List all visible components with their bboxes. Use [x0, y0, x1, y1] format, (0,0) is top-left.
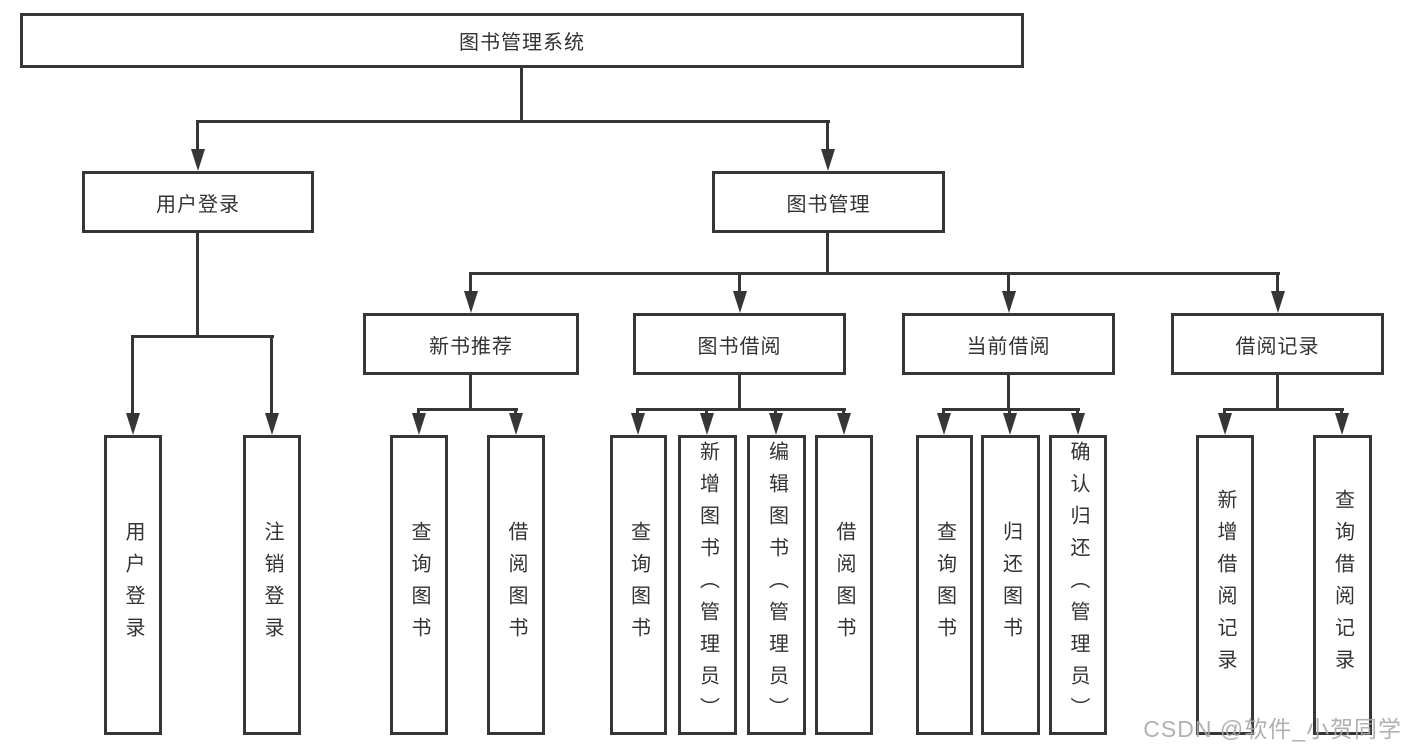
leaf-label: 查询图书 [408, 521, 430, 649]
connector-line [1007, 272, 1010, 295]
arrow-down-icon [733, 291, 747, 313]
connector-line [1223, 408, 1344, 411]
connector-line [1076, 408, 1079, 417]
connector-line [942, 408, 1080, 411]
connector-line [1276, 272, 1279, 295]
leaf-label: 归还图书 [999, 521, 1022, 649]
leaf-borrow-book-recommend: 借阅图书 [487, 435, 545, 735]
connector-line [131, 335, 134, 415]
arrow-down-icon [631, 413, 645, 435]
arrow-down-icon [821, 149, 835, 171]
connector-line [417, 408, 420, 417]
node-book-management: 图书管理 [712, 171, 945, 233]
connector-line [469, 272, 472, 295]
leaf-label: 借阅图书 [505, 521, 527, 649]
leaf-label: 借阅图书 [833, 521, 855, 649]
arrow-down-icon [191, 149, 205, 171]
connector-line [942, 408, 945, 417]
connector-line [270, 335, 273, 415]
node-user-login: 用户登录 [82, 171, 314, 233]
connector-line [1223, 408, 1226, 417]
node-new-book-recommend: 新书推荐 [363, 313, 579, 375]
leaf-edit-book-admin: 编辑图书（管理员） [747, 435, 806, 735]
leaf-label: 查询借阅记录 [1331, 489, 1354, 681]
connector-line [826, 120, 829, 153]
arrow-down-icon [464, 291, 478, 313]
arrow-down-icon [126, 413, 140, 435]
connector-line [196, 233, 199, 338]
connector-line [469, 272, 1280, 275]
connector-line [196, 120, 199, 153]
arrow-down-icon [1335, 413, 1349, 435]
arrow-down-icon [1271, 291, 1285, 313]
connector-line [636, 408, 639, 417]
arrow-down-icon [412, 413, 426, 435]
connector-line [774, 408, 777, 417]
connector-line [842, 408, 845, 417]
node-book-borrow: 图书借阅 [633, 313, 846, 375]
connector-line [636, 408, 846, 411]
connector-line [1007, 375, 1010, 411]
node-root: 图书管理系统 [20, 13, 1024, 68]
leaf-query-book-borrow: 查询图书 [610, 435, 667, 735]
leaf-add-book-admin: 新增图书（管理员） [678, 435, 737, 735]
leaf-user-login: 用户登录 [104, 435, 162, 735]
node-current-borrow: 当前借阅 [902, 313, 1115, 375]
leaf-label: 新增图书（管理员） [696, 441, 719, 729]
connector-line [417, 408, 518, 411]
leaf-label: 查询图书 [933, 521, 956, 649]
arrow-down-icon [937, 413, 951, 435]
connector-line [514, 408, 517, 417]
leaf-query-borrow-record: 查询借阅记录 [1313, 435, 1372, 735]
arrow-down-icon [700, 413, 714, 435]
leaf-borrow-book: 借阅图书 [815, 435, 873, 735]
leaf-label: 注销登录 [261, 521, 283, 649]
connector-line [738, 375, 741, 411]
arrow-down-icon [1002, 291, 1016, 313]
arrow-down-icon [769, 413, 783, 435]
connector-line [705, 408, 708, 417]
leaf-return-book: 归还图书 [981, 435, 1040, 735]
leaf-label: 新增借阅记录 [1214, 489, 1236, 681]
arrow-down-icon [837, 413, 851, 435]
csdn-watermark: CSDN @软件_小贺同学 [1143, 716, 1402, 742]
leaf-label: 用户登录 [122, 521, 144, 649]
leaf-logout: 注销登录 [243, 435, 301, 735]
arrow-down-icon [1071, 413, 1085, 435]
connector-line [1340, 408, 1343, 417]
arrow-down-icon [265, 413, 279, 435]
connector-line [1276, 375, 1279, 411]
leaf-label: 编辑图书（管理员） [765, 441, 788, 729]
connector-line [131, 335, 274, 338]
leaf-query-book-recommend: 查询图书 [390, 435, 448, 735]
arrow-down-icon [509, 413, 523, 435]
connector-line [469, 375, 472, 411]
node-borrow-record: 借阅记录 [1171, 313, 1384, 375]
arrow-down-icon [1003, 413, 1017, 435]
connector-line [196, 120, 830, 123]
arrow-down-icon [1218, 413, 1232, 435]
connector-line [826, 233, 829, 275]
leaf-confirm-return-admin: 确认归还（管理员） [1049, 435, 1107, 735]
leaf-add-borrow-record: 新增借阅记录 [1196, 435, 1254, 735]
connector-line [520, 68, 523, 123]
connector-line [738, 272, 741, 295]
leaf-query-book-current: 查询图书 [916, 435, 973, 735]
leaf-label: 确认归还（管理员） [1067, 441, 1089, 729]
leaf-label: 查询图书 [627, 521, 650, 649]
connector-line [1008, 408, 1011, 417]
